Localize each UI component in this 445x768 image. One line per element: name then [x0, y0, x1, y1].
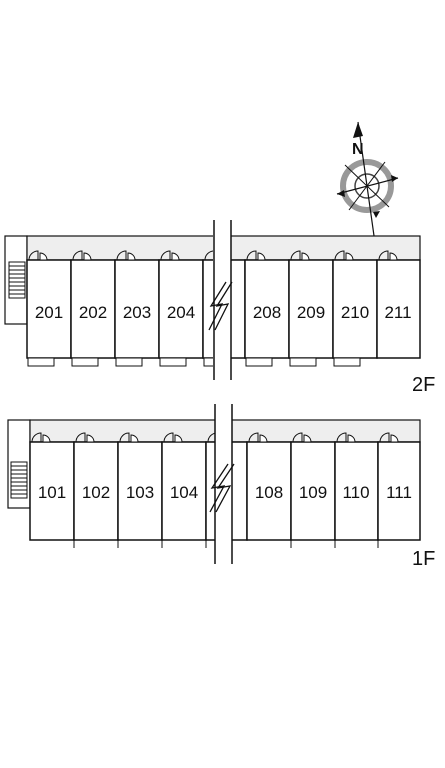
- unit-label: 110: [342, 483, 369, 502]
- unit-101: 101: [29, 432, 75, 548]
- unit-209: 209: [288, 250, 334, 367]
- unit-201: 201: [26, 250, 72, 367]
- unit-103: 103: [117, 432, 163, 548]
- floor-label-1f: 1F: [412, 548, 435, 570]
- compass-north-label: N: [352, 141, 364, 158]
- compass-rose-icon: N: [336, 121, 399, 251]
- stairs-icon: [8, 261, 26, 299]
- unit-203: 203: [114, 250, 160, 367]
- unit-109: 109: [290, 432, 336, 548]
- unit-label: 202: [79, 303, 107, 322]
- break-symbol: [208, 220, 233, 380]
- unit-210: 210: [332, 250, 378, 367]
- unit-104: 104: [161, 432, 207, 548]
- unit-211: 211: [376, 250, 421, 359]
- unit-label: 102: [82, 483, 110, 502]
- unit-108: 108: [246, 432, 292, 548]
- unit-label: 104: [170, 483, 198, 502]
- unit-label: 203: [123, 303, 151, 322]
- unit-204: 204: [158, 250, 204, 367]
- unit-label: 204: [167, 303, 195, 322]
- unit-label: 108: [255, 483, 283, 502]
- floor-label-2f: 2F: [412, 374, 435, 396]
- unit-label: 208: [253, 303, 281, 322]
- unit-202: 202: [70, 250, 116, 367]
- unit-111: 111: [377, 432, 421, 541]
- unit-label: 211: [384, 303, 411, 322]
- unit-label: 101: [38, 483, 66, 502]
- unit-label: 111: [386, 483, 412, 502]
- floor-1f: 101 102 103 104: [7, 404, 435, 570]
- unit-label: 210: [341, 303, 369, 322]
- unit-label: 103: [126, 483, 154, 502]
- unit-208: 208: [244, 250, 290, 367]
- unit-110: 110: [334, 432, 379, 548]
- stairs-icon: [10, 461, 28, 499]
- unit-102: 102: [73, 432, 119, 548]
- unit-label: 109: [299, 483, 327, 502]
- unit-label: 201: [35, 303, 63, 322]
- break-symbol: [209, 404, 235, 564]
- floor-2f: 201 202 203 204: [4, 220, 435, 396]
- unit-label: 209: [297, 303, 325, 322]
